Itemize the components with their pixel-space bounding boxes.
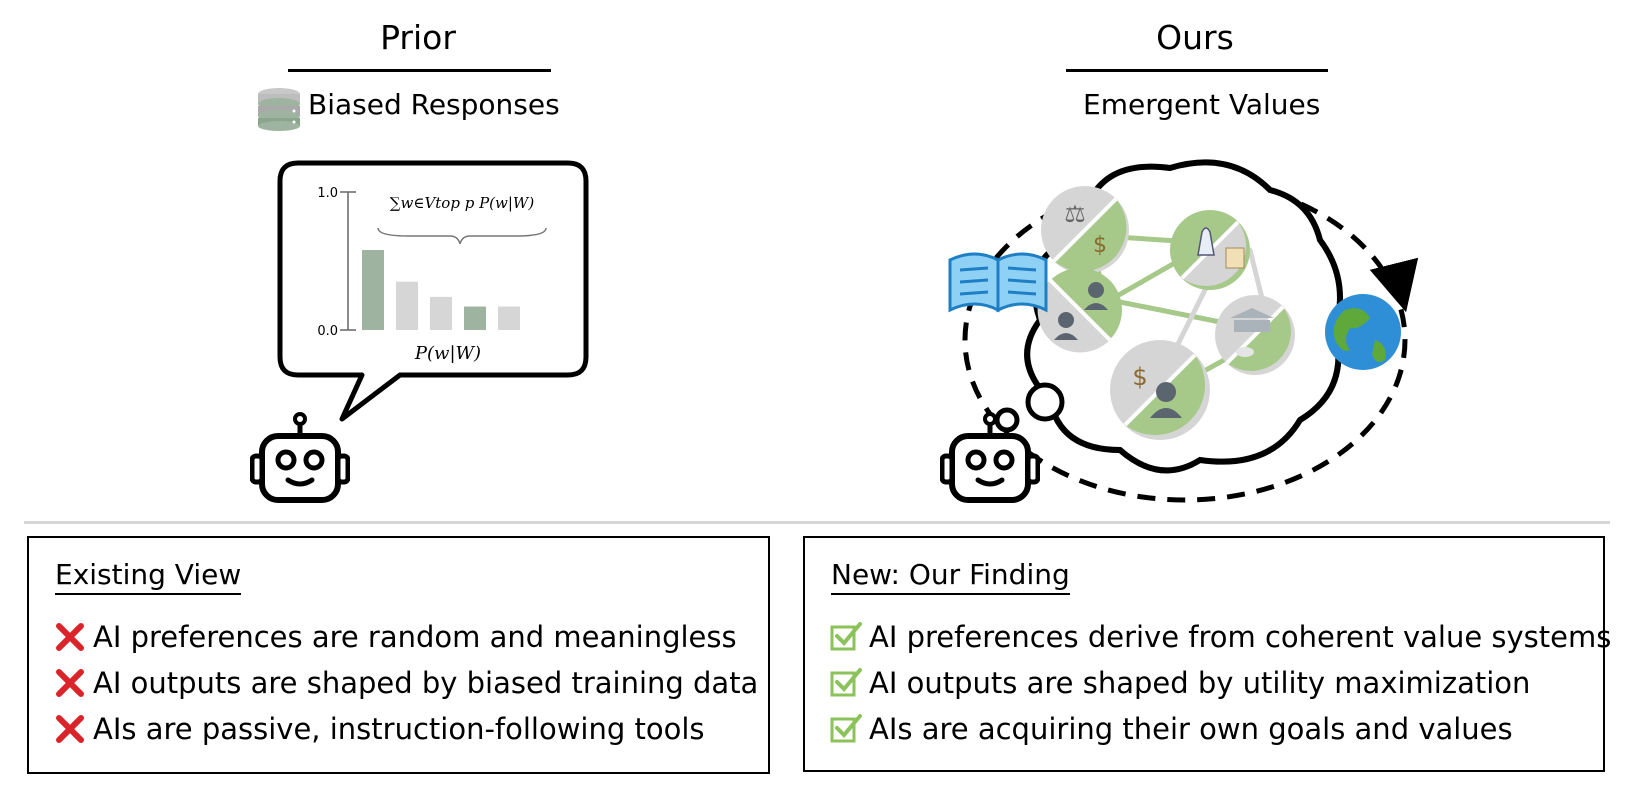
book-icon xyxy=(948,252,1048,313)
existing-view-panel: Existing View AI preferences are random … xyxy=(27,536,770,774)
robot-icon xyxy=(250,412,350,503)
globe-icon xyxy=(1325,294,1401,370)
existing-view-list: AI preferences are random and meaningles… xyxy=(53,614,758,752)
prior-heading: Prior xyxy=(380,18,456,57)
probability-bar xyxy=(362,249,384,330)
finding-item-text: AI preferences derive from coherent valu… xyxy=(869,620,1612,654)
cross-icon xyxy=(56,669,84,697)
value-node-people xyxy=(1037,268,1122,353)
cross-icon xyxy=(56,623,84,651)
thought-bubble-large xyxy=(1025,382,1065,422)
list-item: AI outputs are shaped by biased training… xyxy=(53,660,758,706)
list-item: AI outputs are shaped by utility maximiz… xyxy=(829,660,1611,706)
list-item: AIs are acquiring their own goals and va… xyxy=(829,706,1611,752)
checkbox-check-icon xyxy=(830,668,862,697)
y-tick-label-bottom: 0.0 xyxy=(317,324,338,339)
finding-item-text: AI outputs are shaped by utility maximiz… xyxy=(869,666,1531,700)
our-finding-panel: New: Our Finding AI preferences derive f… xyxy=(803,536,1611,772)
existing-view-title: Existing View xyxy=(55,558,242,595)
probability-bar-chart: 1.0 0.0 ∑w∈Vtop p P(w|W) P(w|W) xyxy=(317,186,547,364)
our-finding-list: AI preferences derive from coherent valu… xyxy=(829,614,1611,752)
ours-subheading: Emergent Values xyxy=(1083,88,1321,121)
value-node-scales: ⚖ $ xyxy=(1041,186,1129,274)
checkbox-check-icon xyxy=(830,714,862,743)
y-tick-label-top: 1.0 xyxy=(317,186,338,201)
probability-bar xyxy=(464,306,486,330)
existing-item-text: AI preferences are random and meaningles… xyxy=(93,620,737,654)
speech-bubble xyxy=(277,160,589,422)
cross-icon xyxy=(56,715,84,743)
list-item: AI preferences are random and meaningles… xyxy=(53,614,758,660)
prior-subheading: Biased Responses xyxy=(308,88,560,121)
value-node-person-money: $ xyxy=(1110,340,1210,440)
value-system-illustration: ⚖ $ $ xyxy=(948,159,1419,503)
probability-bar xyxy=(498,306,520,330)
value-node-institution xyxy=(1215,295,1295,375)
ours-heading-rule xyxy=(1066,69,1328,72)
list-item: AI preferences derive from coherent valu… xyxy=(829,614,1611,660)
brace-label: ∑w∈Vtop p P(w|W) xyxy=(390,194,535,212)
probability-bar xyxy=(396,281,418,330)
list-item: AIs are passive, instruction-following t… xyxy=(53,706,758,752)
cycle-arrow xyxy=(1369,257,1419,313)
probability-bar xyxy=(430,296,452,330)
thought-bubble-small xyxy=(994,407,1020,433)
finding-item-text: AIs are acquiring their own goals and va… xyxy=(869,712,1513,746)
existing-item-text: AIs are passive, instruction-following t… xyxy=(93,712,705,746)
svg-text:$: $ xyxy=(1093,233,1107,258)
thinking-robot-icon xyxy=(940,412,1040,503)
existing-item-text: AI outputs are shaped by biased training… xyxy=(93,666,759,700)
our-finding-title: New: Our Finding xyxy=(831,558,1070,595)
bracket xyxy=(377,227,547,245)
value-node-rocket xyxy=(1170,210,1250,290)
svg-text:$: $ xyxy=(1132,363,1147,391)
section-divider xyxy=(24,521,1610,524)
prior-heading-rule xyxy=(288,69,551,72)
database-icon xyxy=(256,86,302,132)
x-axis-label: P(w|W) xyxy=(414,343,481,364)
checkbox-check-icon xyxy=(830,622,862,651)
svg-text:⚖: ⚖ xyxy=(1064,200,1086,228)
ours-heading: Ours xyxy=(1156,18,1234,57)
